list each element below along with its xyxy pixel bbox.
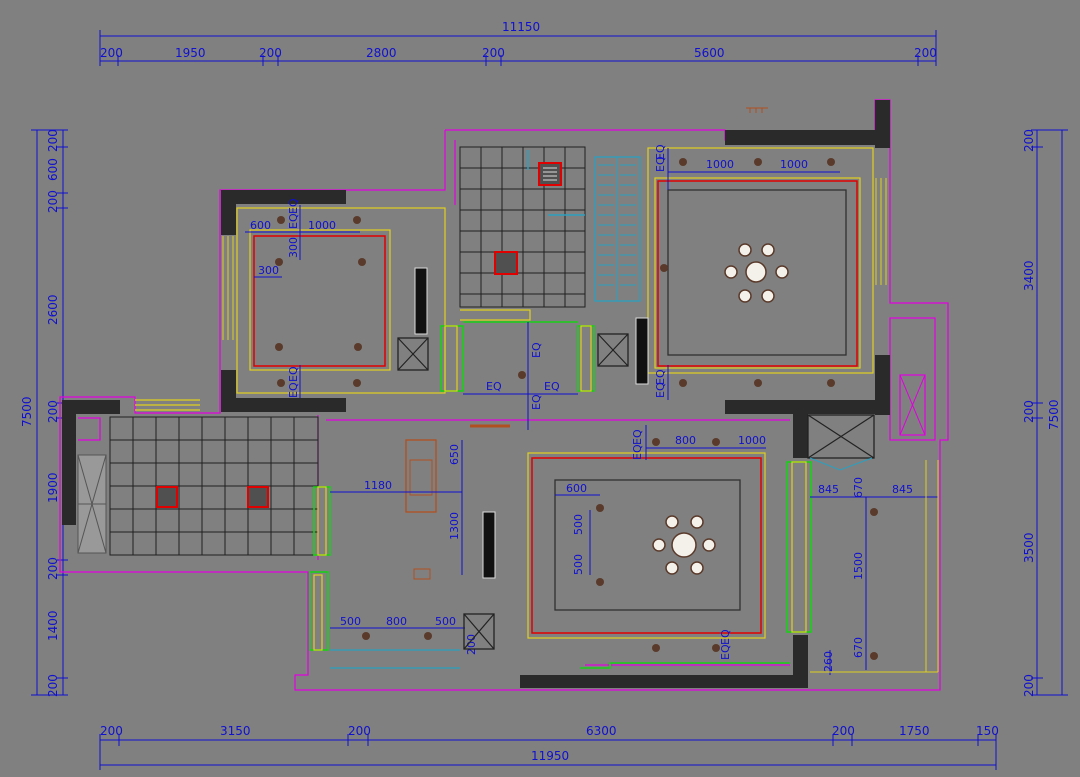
hall-eq-2: EQ — [544, 380, 560, 393]
dim-top-4: 2800 — [366, 46, 397, 60]
dining-dim-1000: 1000 — [738, 434, 766, 447]
dim-right-4: 3500 — [1022, 532, 1036, 563]
bedroom2-dim-600: 600 — [250, 219, 271, 232]
downlight-icon — [870, 508, 878, 660]
dining-dim-500-b: 500 — [572, 554, 585, 575]
dim-bottom-7: 150 — [976, 724, 999, 738]
dim-bottom-1: 200 — [100, 724, 123, 738]
master-dim-1000-b: 1000 — [780, 158, 808, 171]
dim-bottom-5: 200 — [832, 724, 855, 738]
living-dim-650: 650 — [448, 444, 461, 465]
dim-right-3: 200 — [1022, 400, 1036, 423]
dim-right-5: 200 — [1022, 674, 1036, 697]
right-dim-845-b: 845 — [892, 483, 913, 496]
right-dim-845-a: 845 — [818, 483, 839, 496]
dim-top-6: 5600 — [694, 46, 725, 60]
dim-bottom-4: 6300 — [586, 724, 617, 738]
living-dim-500-a: 500 — [340, 615, 361, 628]
dim-right-total: 7500 — [1047, 399, 1061, 430]
dim-left-3: 200 — [46, 190, 60, 213]
dining-dim-500-a: 500 — [572, 514, 585, 535]
top-dimension-chain: 11150 200 1950 200 2800 200 5600 200 — [99, 20, 937, 66]
dim-left-2: 600 — [46, 158, 60, 181]
downlight-icon — [275, 216, 366, 387]
hall-eq-1: EQ — [486, 380, 502, 393]
bedroom2-eq-4: EQ — [287, 382, 300, 398]
hall-eq-4: EQ — [530, 394, 543, 410]
bedroom2-dim-300-h: 300 — [258, 264, 279, 277]
dim-bottom-2: 3150 — [220, 724, 251, 738]
ceiling-master-bedroom: 1000 1000 EQ EQ EQ EQ — [597, 144, 887, 400]
downlight-icon — [660, 158, 835, 387]
living-dim-1300: 1300 — [448, 512, 461, 540]
dim-top-1: 200 — [100, 46, 123, 60]
dim-top-2: 1950 — [175, 46, 206, 60]
master-eq-3: EQ — [654, 369, 667, 385]
dining-eq-3: EQ — [719, 629, 732, 645]
dim-top-7: 200 — [914, 46, 937, 60]
walls — [62, 100, 890, 688]
tile-grid-bathroom — [459, 146, 586, 321]
right-dimension-chain: 200 3400 200 3500 200 7500 — [1022, 129, 1068, 697]
bedroom2-dim-300-v: 300 — [287, 237, 300, 258]
living-room: 1180 650 1300 500 800 500 200 — [309, 439, 496, 669]
dim-top-3: 200 — [259, 46, 282, 60]
chandelier-icon — [724, 243, 789, 303]
living-dim-1180: 1180 — [364, 479, 392, 492]
master-eq-4: EQ — [654, 382, 667, 398]
dining-dim-800: 800 — [675, 434, 696, 447]
downlight-icon — [596, 438, 720, 652]
bedroom2-dim-1000: 1000 — [308, 219, 336, 232]
dim-left-total: 7500 — [20, 396, 34, 427]
ceiling-dining: EQ EQ 800 1000 600 500 500 EQ EQ — [527, 425, 790, 669]
dim-right-1: 200 — [1022, 129, 1036, 152]
right-dim-1500: 1500 — [852, 552, 865, 580]
tile-grid-balcony — [77, 399, 319, 556]
right-dim-670-b: 670 — [852, 637, 865, 658]
bedroom2-eq-2: EQ — [287, 198, 300, 214]
downlight-icon — [362, 632, 432, 640]
downlight-icon — [518, 371, 526, 379]
bedroom2-eq-3: EQ — [287, 366, 300, 382]
right-dim-670-a: 670 — [852, 477, 865, 498]
living-dim-500-b: 500 — [435, 615, 456, 628]
dim-left-6: 1900 — [46, 472, 60, 503]
dim-bottom-3: 200 — [348, 724, 371, 738]
living-dim-800: 800 — [386, 615, 407, 628]
dim-left-9: 200 — [46, 674, 60, 697]
right-room: 845 670 845 1500 670 260 — [786, 374, 939, 675]
dim-left-4: 2600 — [46, 294, 60, 325]
ceiling-bedroom2: 600 EQ EQ 1000 300 300 EQ EQ — [222, 198, 446, 398]
bottom-dimension-chain: 200 3150 200 6300 200 1750 150 11950 — [99, 724, 999, 770]
master-eq-1: EQ — [654, 156, 667, 172]
hall: EQ EQ EQ EQ — [440, 321, 595, 430]
dim-bottom-total: 11950 — [531, 749, 569, 763]
dim-bottom-6: 1750 — [899, 724, 930, 738]
dim-right-2: 3400 — [1022, 260, 1036, 291]
bedroom2-eq-1: EQ — [287, 213, 300, 229]
chandelier-icon — [652, 515, 716, 575]
dim-top-5: 200 — [482, 46, 505, 60]
dim-left-8: 1400 — [46, 610, 60, 641]
closet — [594, 156, 641, 302]
dim-left-1: 200 — [46, 129, 60, 152]
living-dim-200: 200 — [465, 634, 478, 655]
left-dimension-chain: 7500 200 600 200 2600 200 1900 200 1400 … — [20, 129, 68, 697]
master-eq-2: EQ — [654, 144, 667, 160]
pendant-lamp-icon — [746, 107, 768, 113]
dining-eq-4: EQ — [719, 644, 732, 660]
dining-eq-2: EQ — [631, 444, 644, 460]
dining-eq-1: EQ — [631, 429, 644, 445]
dining-dim-600: 600 — [566, 482, 587, 495]
dim-left-7: 200 — [46, 557, 60, 580]
dim-top-total: 11150 — [502, 20, 540, 34]
right-dim-260: 260 — [822, 651, 835, 672]
hall-eq-3: EQ — [530, 342, 543, 358]
master-dim-1000-a: 1000 — [706, 158, 734, 171]
dim-left-5: 200 — [46, 400, 60, 423]
